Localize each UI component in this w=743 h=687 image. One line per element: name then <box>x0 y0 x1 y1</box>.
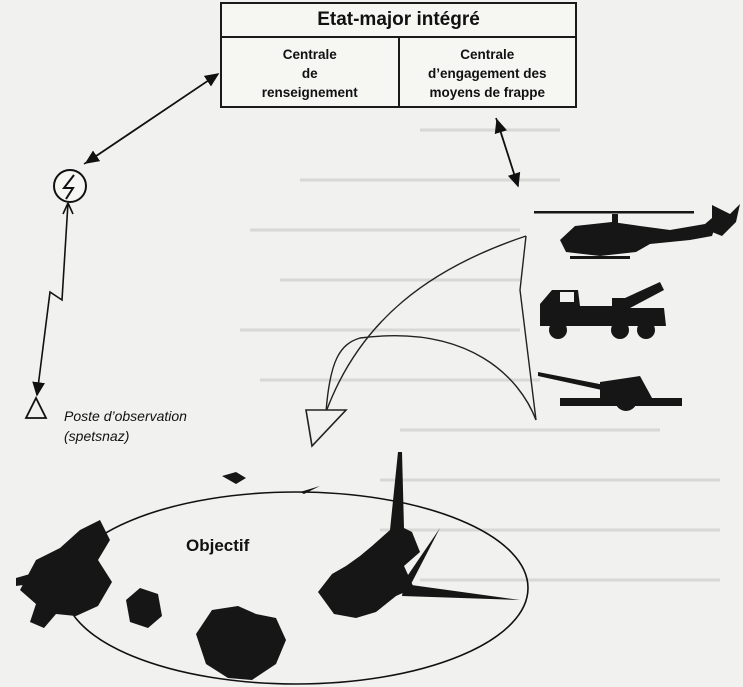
engagement-link-arrow <box>494 117 521 188</box>
radio-observation-link <box>32 202 74 397</box>
rocket-launcher-truck-icon <box>540 282 666 339</box>
attack-helicopter-icon <box>534 204 740 259</box>
objective-zone <box>63 491 529 685</box>
towed-artillery-icon <box>538 372 682 411</box>
observation-antenna-icon <box>24 395 48 419</box>
intelligence-centre-cell: Centrale de renseignement <box>261 46 358 100</box>
objective-label: Objectif <box>186 536 250 555</box>
strike-engagement-centre-cell: Centrale d’engagement des moyens de frap… <box>397 38 576 108</box>
hq-radio-link-arrow <box>83 73 220 165</box>
strike-arrow-outer <box>325 235 537 421</box>
strike-arrow-head <box>305 409 348 448</box>
target-silhouettes <box>16 452 520 680</box>
observation-post-subtitle: (spetsnaz) <box>64 428 130 444</box>
background-texture <box>240 128 720 582</box>
observation-post-label: Poste d’observation (spetsnaz) <box>64 406 187 446</box>
lightning-radio-icon <box>53 169 87 203</box>
integrated-staff-title: Etat-major intégré <box>222 4 575 38</box>
observation-post-title: Poste d’observation <box>64 408 187 424</box>
integrated-staff-box: Etat-major intégré Centrale de renseigne… <box>220 2 577 108</box>
